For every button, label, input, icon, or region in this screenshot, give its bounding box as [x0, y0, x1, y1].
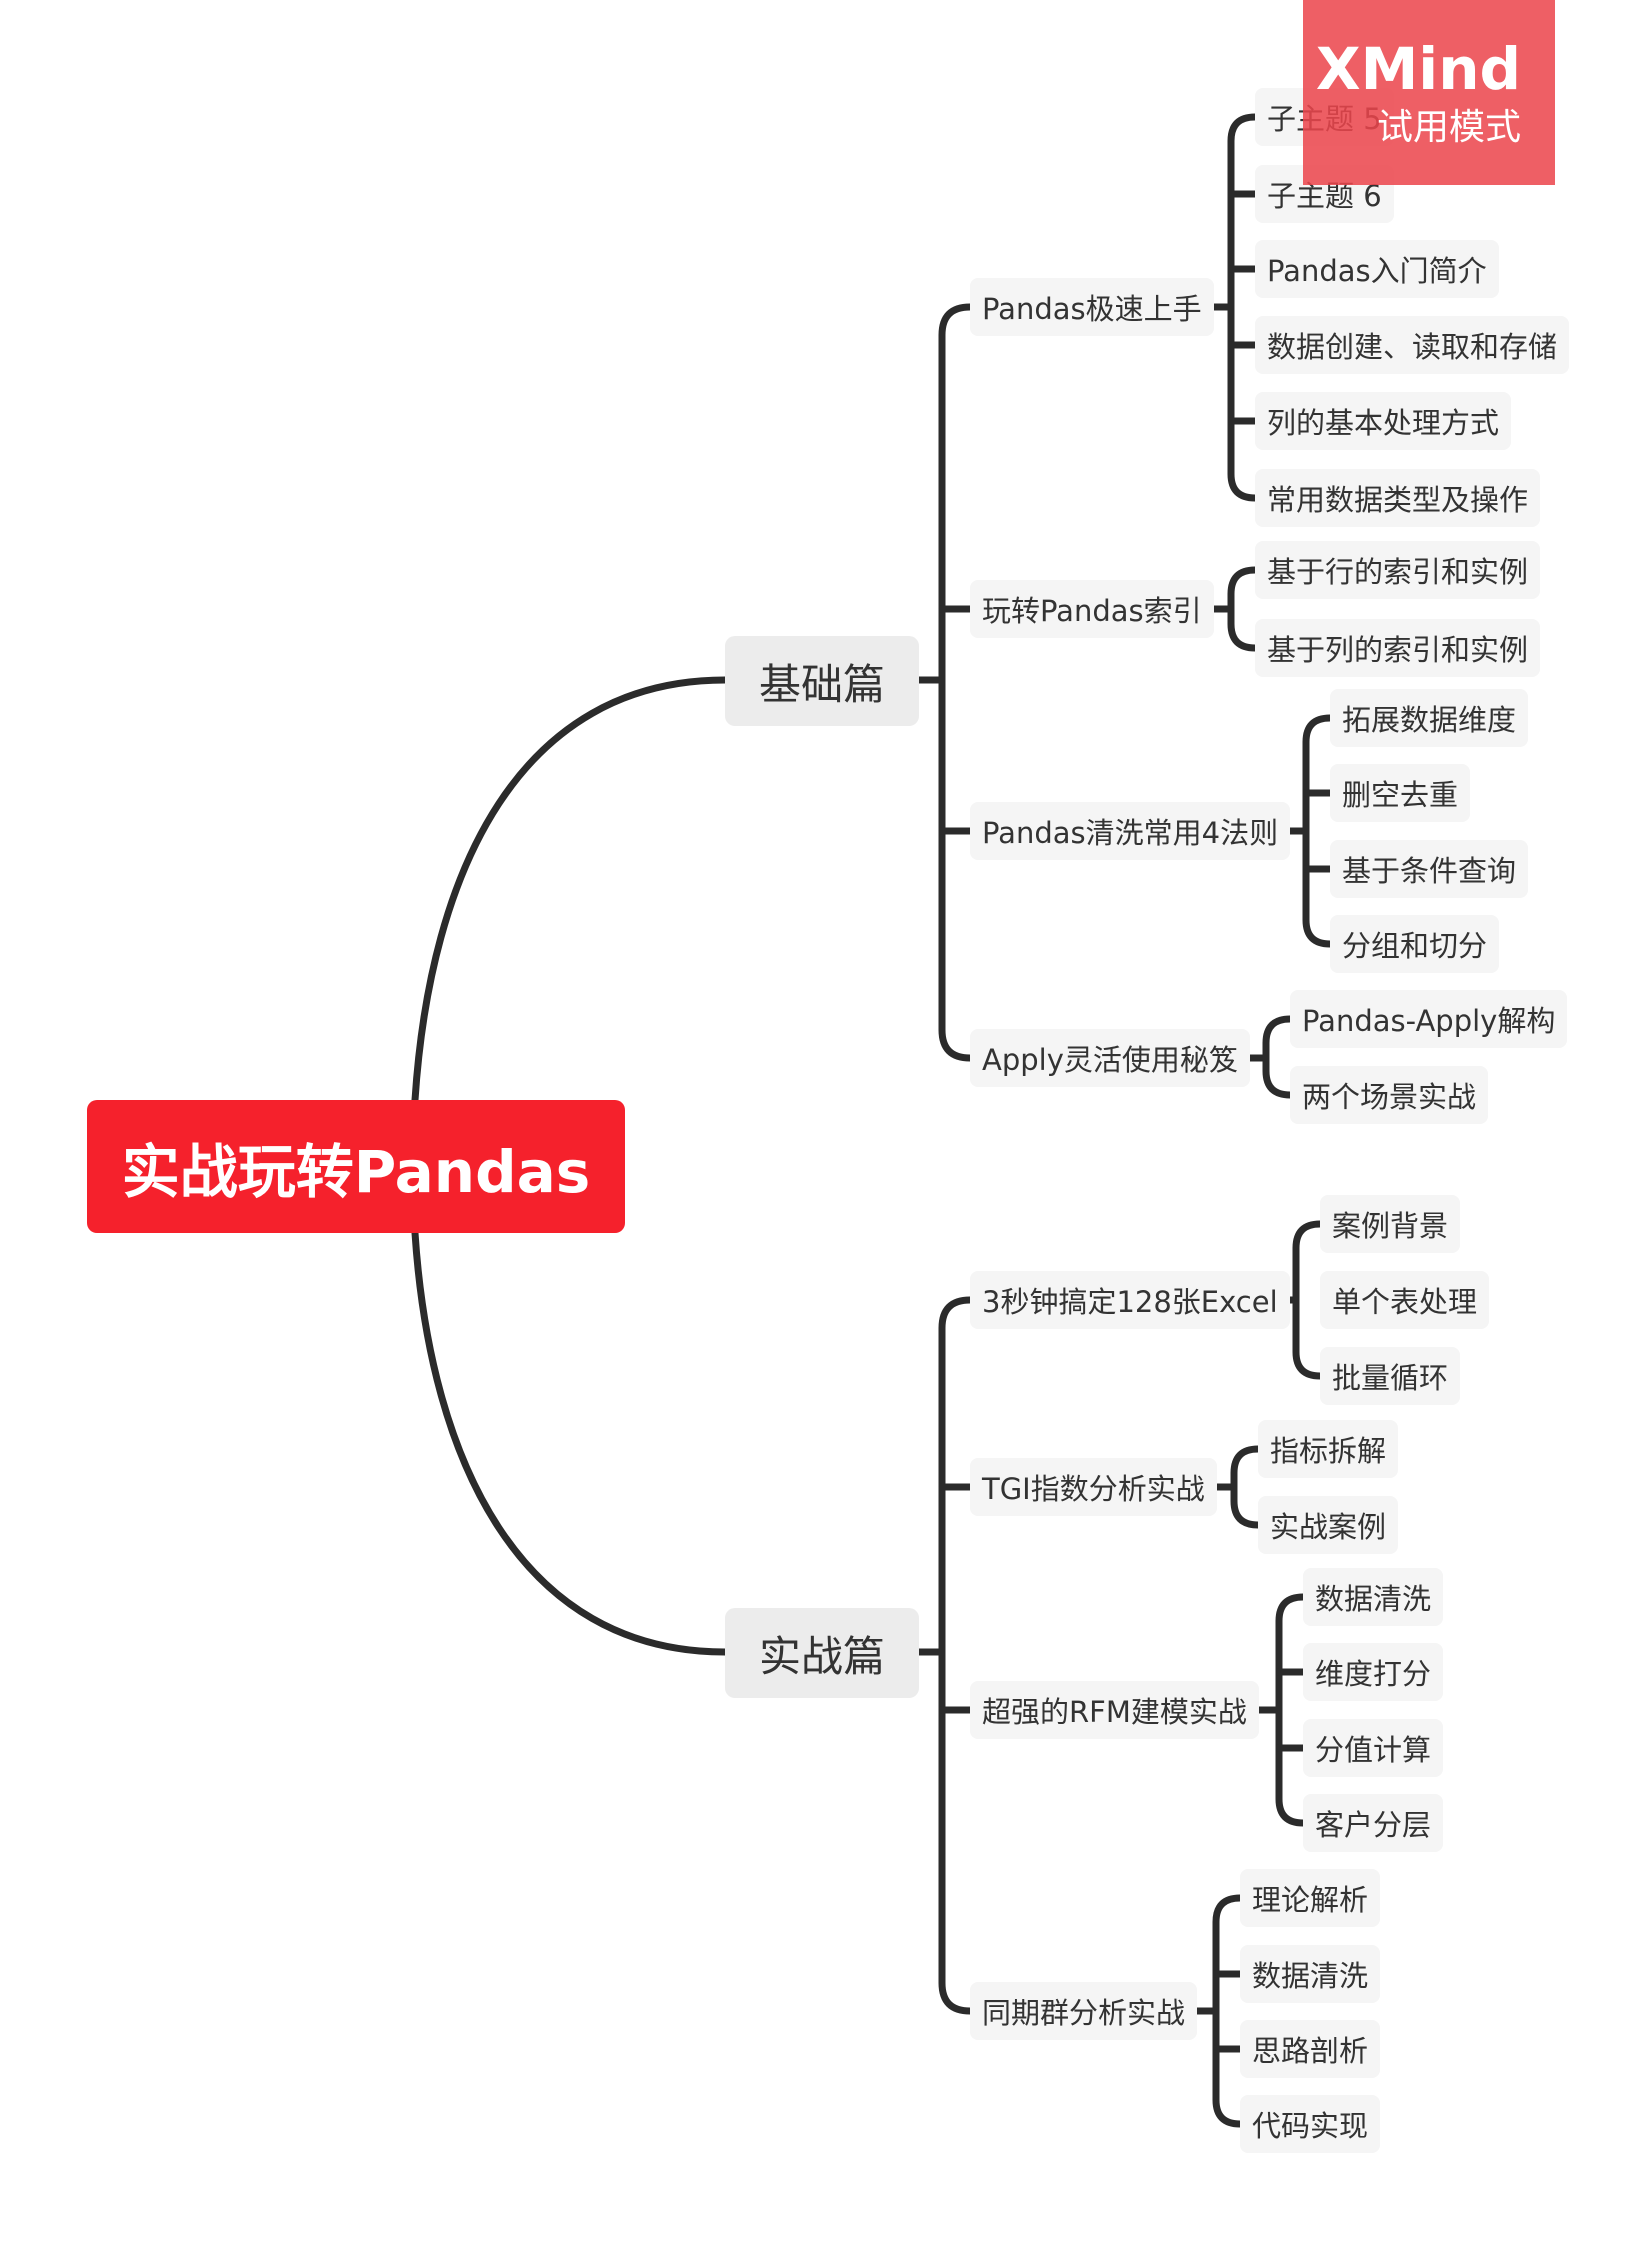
leaf-topic[interactable]: 基于列的索引和实例 [1255, 619, 1541, 677]
leaf-topic[interactable]: 基于条件查询 [1330, 840, 1529, 898]
leaf-topic[interactable]: 理论解析 [1240, 1869, 1381, 1927]
subtopic-apply[interactable]: Apply灵活使用秘笈 [970, 1029, 1250, 1087]
leaf-topic[interactable]: 批量循环 [1320, 1347, 1461, 1405]
leaf-topic[interactable]: 指标拆解 [1258, 1420, 1399, 1478]
watermark-mode: 试用模式 [1376, 106, 1521, 148]
leaf-topic[interactable]: 数据清洗 [1303, 1568, 1444, 1626]
connector-quickstart-trunk [1227, 113, 1259, 502]
leaf-topic[interactable]: 基于行的索引和实例 [1255, 541, 1541, 599]
subtopic-pandas-quickstart[interactable]: Pandas极速上手 [970, 278, 1214, 336]
trial-watermark: XMind 试用模式 [1303, 0, 1555, 185]
connector-cohort-ticks [1212, 1970, 1244, 2053]
leaf-topic[interactable]: 维度打分 [1303, 1643, 1444, 1701]
connector-clean-ticks [1302, 789, 1334, 873]
main-topic-practice[interactable]: 实战篇 [725, 1608, 920, 1698]
leaf-topic[interactable]: 数据创建、读取和存储 [1255, 316, 1570, 374]
leaf-topic[interactable]: Pandas入门简介 [1255, 240, 1499, 298]
connector-clean-trunk [1302, 714, 1334, 948]
leaf-topic[interactable]: 常用数据类型及操作 [1255, 469, 1541, 527]
subtopic-rfm[interactable]: 超强的RFM建模实战 [970, 1681, 1259, 1739]
leaf-topic[interactable]: 两个场景实战 [1290, 1066, 1489, 1124]
leaf-topic[interactable]: 列的基本处理方式 [1255, 392, 1512, 450]
leaf-topic[interactable]: 客户分层 [1303, 1794, 1444, 1852]
subtopic-tgi[interactable]: TGI指数分析实战 [970, 1458, 1217, 1516]
central-topic[interactable]: 实战玩转Pandas [87, 1100, 625, 1233]
connector-cohort-trunk [1212, 1894, 1244, 2128]
leaf-topic[interactable]: 分值计算 [1303, 1719, 1444, 1777]
leaf-topic[interactable]: 单个表处理 [1320, 1271, 1490, 1329]
leaf-topic[interactable]: 分组和切分 [1330, 915, 1500, 973]
watermark-brand: XMind [1315, 34, 1521, 103]
leaf-topic[interactable]: 实战案例 [1258, 1496, 1399, 1554]
leaf-topic[interactable]: Pandas-Apply解构 [1290, 990, 1568, 1048]
leaf-topic[interactable]: 删空去重 [1330, 764, 1471, 822]
connector-index-trunk [1227, 566, 1259, 652]
connector-rfm-trunk [1275, 1593, 1307, 1827]
subtopic-cohort[interactable]: 同期群分析实战 [970, 1982, 1198, 2040]
connector-rfm-ticks [1275, 1668, 1307, 1752]
connector-practice-trunk [938, 1296, 974, 2015]
leaf-topic[interactable]: 代码实现 [1240, 2095, 1381, 2153]
subtopic-excel[interactable]: 3秒钟搞定128张Excel [970, 1271, 1290, 1329]
connector-apply-trunk [1262, 1015, 1294, 1099]
leaf-topic[interactable]: 数据清洗 [1240, 1945, 1381, 2003]
connector-basics-trunk [938, 303, 974, 1062]
connector-tgi-trunk [1230, 1445, 1262, 1529]
connector-excel-trunk [1292, 1220, 1324, 1380]
subtopic-pandas-clean[interactable]: Pandas清洗常用4法则 [970, 802, 1291, 860]
leaf-topic[interactable]: 拓展数据维度 [1330, 689, 1529, 747]
connector-root-practice [411, 1229, 729, 1656]
leaf-topic[interactable]: 案例背景 [1320, 1195, 1461, 1253]
connector-root-basics [411, 676, 729, 1104]
subtopic-pandas-index[interactable]: 玩转Pandas索引 [970, 580, 1214, 638]
leaf-topic[interactable]: 思路剖析 [1240, 2020, 1381, 2078]
main-topic-basics[interactable]: 基础篇 [725, 636, 920, 726]
connector-quickstart-ticks [1227, 190, 1259, 425]
